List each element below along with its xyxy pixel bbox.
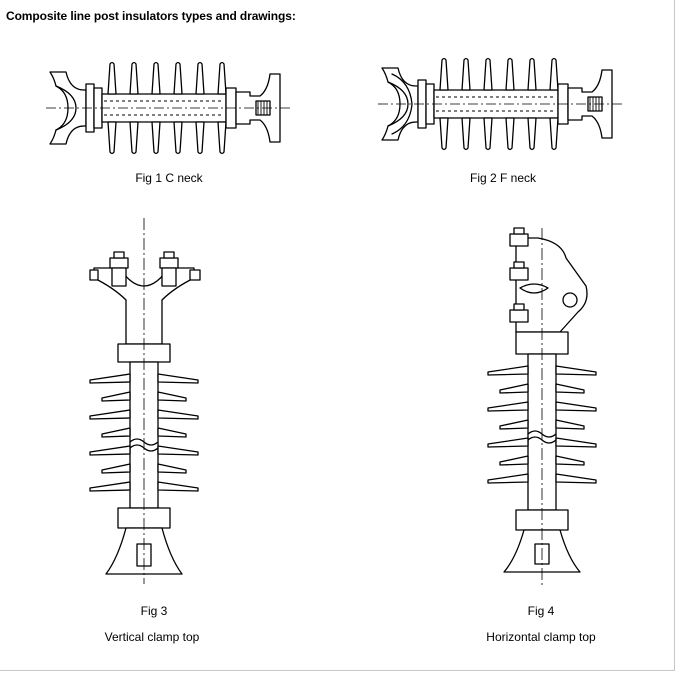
shed-right <box>157 427 187 438</box>
horizontal-clamp-insulator-drawing <box>480 227 605 588</box>
shed-left <box>89 445 131 456</box>
shed-bottom <box>173 121 183 155</box>
shed-top <box>527 57 537 91</box>
bolt-head <box>113 251 125 259</box>
conductor-groove <box>519 283 549 294</box>
shed-top <box>195 61 205 95</box>
shed-left <box>499 383 529 394</box>
shed-left <box>101 391 131 402</box>
shed-bottom <box>461 117 471 151</box>
shed-right <box>555 455 585 466</box>
clamp-body <box>515 237 588 333</box>
shed-right <box>157 391 187 402</box>
fig3-caption: Fig 3 <box>140 604 168 618</box>
saddle-groove <box>387 81 409 127</box>
bolt-nut <box>509 309 529 323</box>
bolt-nut <box>509 267 529 281</box>
shed-bottom <box>129 121 139 155</box>
shed-right <box>555 365 597 376</box>
clamp-eye-hole <box>562 292 578 308</box>
f-neck-insulator-drawing <box>378 57 628 155</box>
shed-top <box>151 61 161 95</box>
shed-top <box>461 57 471 91</box>
bolt-nut <box>109 257 129 269</box>
shed-right <box>157 481 199 492</box>
shed-left <box>499 455 529 466</box>
bolt-shank <box>161 267 177 287</box>
bolt-nut <box>159 257 179 269</box>
shed-bottom <box>483 117 493 151</box>
shed-left <box>499 419 529 430</box>
shed-left <box>89 481 131 492</box>
shed-left <box>101 427 131 438</box>
shed-left <box>487 365 529 376</box>
clamp-lug <box>89 269 99 281</box>
fig2-caption: Fig 2 F neck <box>469 171 537 185</box>
bolt-head <box>513 227 525 235</box>
saddle-groove <box>55 85 77 131</box>
bolt-head <box>513 303 525 311</box>
clamp-lug <box>189 269 201 281</box>
shed-bottom <box>527 117 537 151</box>
shed-right <box>157 409 199 420</box>
shed-right <box>555 473 597 484</box>
fig1-caption: Fig 1 C neck <box>135 171 203 185</box>
bolt-shank <box>111 267 127 287</box>
shed-bottom <box>549 117 559 151</box>
shed-right <box>157 463 187 474</box>
shed-top <box>483 57 493 91</box>
shed-right <box>157 445 199 456</box>
shed-bottom <box>217 121 227 155</box>
bolt-head <box>163 251 175 259</box>
fig3-subcaption: Vertical clamp top <box>104 630 200 644</box>
shed-bottom <box>151 121 161 155</box>
shed-bottom <box>439 117 449 151</box>
shed-right <box>157 373 199 384</box>
c-neck-insulator-drawing <box>46 61 296 159</box>
shed-left <box>487 473 529 484</box>
shed-right <box>555 383 585 394</box>
shed-left <box>89 409 131 420</box>
shed-top <box>129 61 139 95</box>
shed-bottom <box>505 117 515 151</box>
shed-top <box>107 61 117 95</box>
fig4-subcaption: Horizontal clamp top <box>486 630 596 644</box>
shed-top <box>439 57 449 91</box>
shed-right <box>555 437 597 448</box>
shed-left <box>487 437 529 448</box>
page-title: Composite line post insulators types and… <box>6 9 296 23</box>
shed-top <box>217 61 227 95</box>
shed-left <box>89 373 131 384</box>
shed-bottom <box>195 121 205 155</box>
shed-right <box>555 419 585 430</box>
saddle-groove-inner <box>391 73 413 135</box>
shed-top <box>549 57 559 91</box>
bolt-nut <box>509 233 529 247</box>
shed-top <box>173 61 183 95</box>
vertical-clamp-insulator-drawing <box>82 218 212 584</box>
bolt-head <box>513 261 525 269</box>
shed-bottom <box>107 121 117 155</box>
shed-left <box>487 401 529 412</box>
shed-top <box>505 57 515 91</box>
shed-left <box>101 463 131 474</box>
shed-right <box>555 401 597 412</box>
fig4-caption: Fig 4 <box>527 604 555 618</box>
